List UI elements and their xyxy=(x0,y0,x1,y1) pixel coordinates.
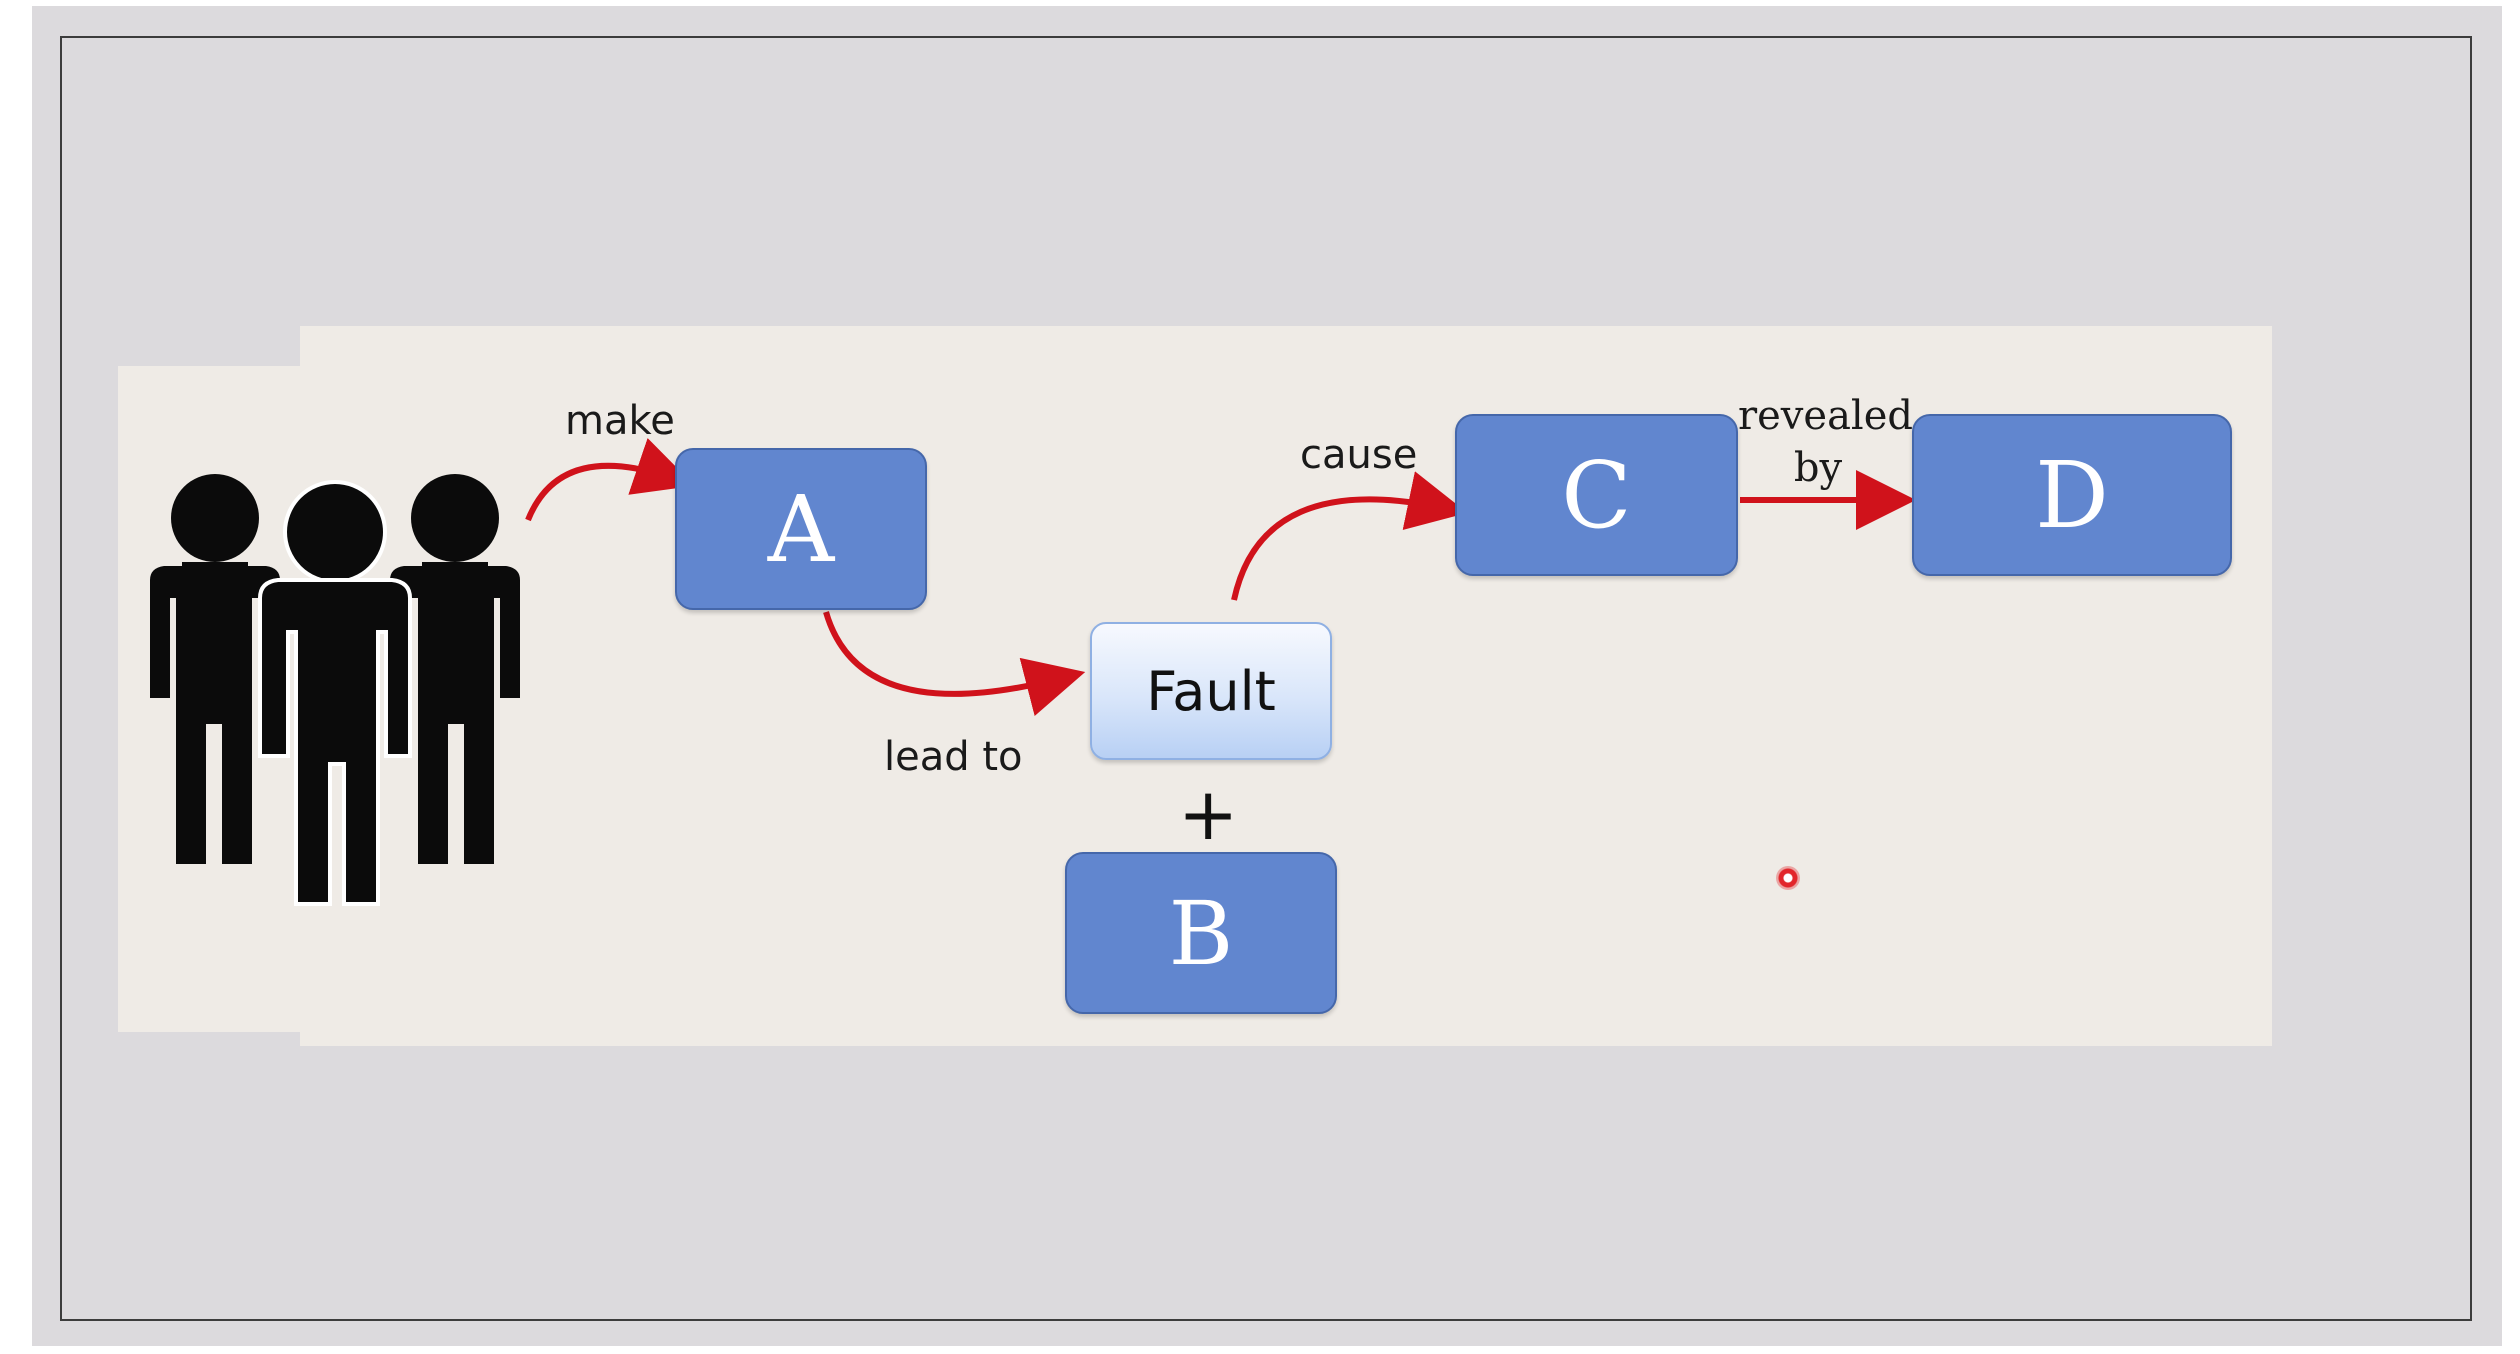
edge-label-make: make xyxy=(565,398,675,444)
node-d: D xyxy=(1912,414,2232,576)
node-b: B xyxy=(1065,852,1337,1014)
plus-sign: + xyxy=(1178,772,1239,856)
edge-label-lead-to: lead to xyxy=(884,734,1023,780)
arrow-cause xyxy=(1231,471,1468,601)
arrow-make xyxy=(525,438,695,522)
node-b-label: B xyxy=(1168,881,1234,985)
edge-label-revealed: revealed xyxy=(1738,393,1913,439)
edge-label-by: by xyxy=(1793,445,1843,491)
people-group-icon xyxy=(150,474,520,906)
edge-label-cause: cause xyxy=(1300,432,1418,478)
edge-label-revealed-by: revealed by xyxy=(1738,390,1913,494)
node-c: C xyxy=(1455,414,1738,576)
node-fault: Fault xyxy=(1090,622,1332,760)
node-d-label: D xyxy=(2035,441,2109,549)
node-a-label: A xyxy=(767,475,835,583)
node-a: A xyxy=(675,448,927,610)
slide-frame xyxy=(60,36,2472,1321)
laser-pointer-icon xyxy=(1776,866,1800,890)
node-fault-label: Fault xyxy=(1146,659,1276,723)
node-c-label: C xyxy=(1561,441,1632,549)
arrow-lead-to xyxy=(823,611,1086,717)
